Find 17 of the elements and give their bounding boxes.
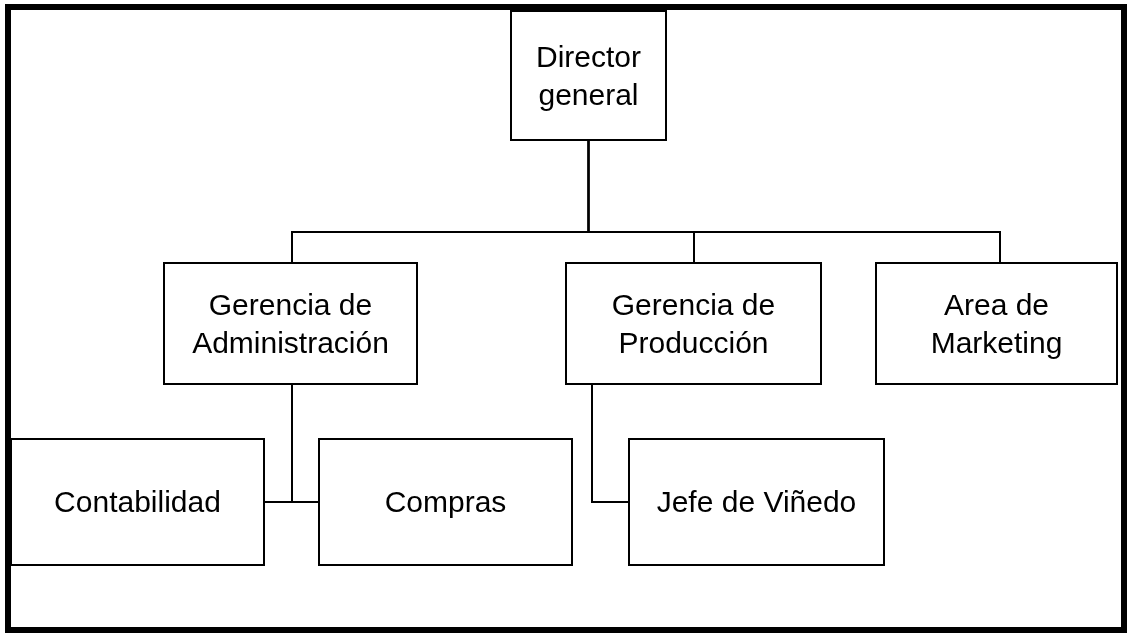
org-box [565,262,822,385]
org-box [318,438,573,566]
box-label: Area de Marketing [929,287,1064,361]
connector-line [591,384,629,503]
org-box [875,262,1118,385]
box-label: Director general [535,39,642,113]
org-box [163,262,418,385]
box-label: Gerencia de Producción [610,287,777,361]
box-label: Jefe de Viñedo [656,484,857,521]
connector-line [587,140,1001,263]
box-label: Gerencia de Administración [191,287,390,361]
org-box [628,438,885,566]
org-box [10,438,265,566]
connector-line [291,384,319,503]
org-box [510,10,667,141]
box-label: Compras [384,484,507,521]
box-label: Contabilidad [54,484,221,521]
